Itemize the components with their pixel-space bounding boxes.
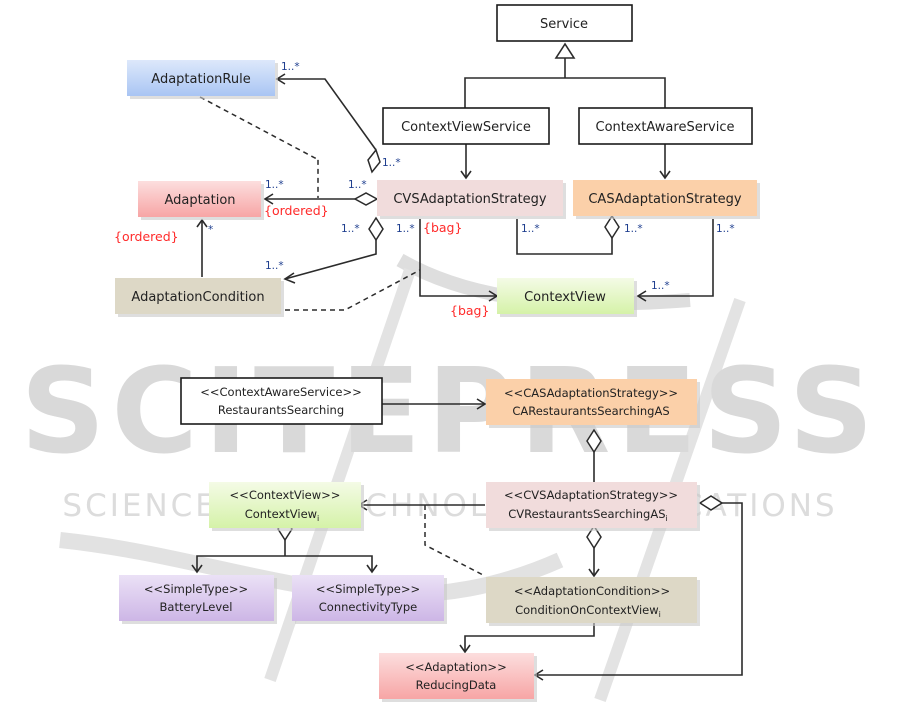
instance-name: ConnectivityType: [319, 600, 417, 614]
constraint-label: {bag}: [450, 303, 489, 318]
class-name: ContextAwareService: [596, 120, 735, 135]
stereotype-label: <<AdaptationCondition>>: [514, 584, 670, 598]
class-adaptation-condition[interactable]: AdaptationCondition: [115, 278, 284, 317]
association-class-link-rule: [199, 96, 319, 198]
class-cas-adaptation-strategy[interactable]: CASAdaptationStrategy: [573, 180, 760, 219]
assoc-condition-adaptation: [196, 218, 208, 277]
multiplicity-label: 1..*: [348, 179, 367, 191]
multiplicity-label: 1..*: [396, 223, 415, 235]
instance-name: CVRestaurantsSearchingASi: [508, 507, 668, 523]
class-service[interactable]: Service: [496, 4, 633, 42]
assoc-caservice-cas: [659, 143, 671, 180]
multiplicity-label: *: [208, 224, 213, 236]
class-name: ContextViewService: [401, 120, 531, 135]
aggregation-cvs-condition: [283, 216, 384, 284]
constraint-label: {ordered}: [264, 203, 329, 218]
stereotype-label: <<SimpleType>>: [316, 582, 420, 596]
aggregation-cas-cvs: [516, 214, 620, 255]
multiplicity-label: 1..*: [265, 260, 284, 272]
multiplicity-label: 1..*: [281, 61, 300, 73]
multiplicity-label: 1..*: [382, 157, 401, 169]
assoc-cas-contextview: [636, 219, 714, 302]
aggregation-cv-reducing: [533, 495, 743, 681]
aggregation-cvs-rule: [275, 73, 381, 174]
association-class-link-condition: [285, 269, 421, 311]
instance-battery-level[interactable]: <<SimpleType>> BatteryLevel: [119, 575, 277, 624]
generalization-triangle-icon: [554, 42, 576, 59]
stereotype-label: <<ContextAwareService>>: [200, 385, 362, 399]
class-name: ContextView: [524, 290, 606, 305]
instance-context-view-i[interactable]: <<ContextView>> ContextViewi: [209, 482, 364, 531]
stereotype-label: <<ContextView>>: [230, 488, 341, 502]
instance-name: CARestaurantsSearchingAS: [512, 404, 669, 418]
instance-restaurants-searching[interactable]: <<ContextAwareService>> RestaurantsSearc…: [180, 377, 383, 425]
class-name: Adaptation: [164, 193, 235, 208]
class-name: CVSAdaptationStrategy: [393, 192, 547, 207]
aggregation-diamond-icon: [367, 148, 381, 174]
aggregation-diamond-icon: [698, 495, 724, 511]
multiplicity-label: 1..*: [624, 223, 643, 235]
generalization-service: [464, 42, 666, 113]
multiplicity-label: 1..*: [651, 280, 670, 292]
class-adaptation[interactable]: Adaptation: [138, 181, 264, 220]
association-class-link-condition-i: [424, 505, 486, 577]
aggregation-ca-cv: [586, 428, 602, 483]
instance-name: BatteryLevel: [160, 600, 233, 614]
instance-cv-restaurants-searching-as-i[interactable]: <<CVSAdaptationStrategy>> CVRestaurantsS…: [486, 482, 700, 531]
multiplicity-label: 1..*: [716, 223, 735, 235]
aggregation-diamond-icon: [604, 214, 620, 240]
multiplicity-label: 1..*: [341, 223, 360, 235]
instance-condition-on-context-view-i[interactable]: <<AdaptationCondition>> ConditionOnConte…: [486, 577, 700, 626]
aggregation-diamond-icon: [368, 216, 384, 242]
assoc-restaurants-ca: [382, 398, 487, 410]
class-adaptation-rule[interactable]: AdaptationRule: [127, 60, 278, 99]
aggregation-cv-condition: [586, 524, 602, 578]
instance-name: ConditionOnContextViewi: [515, 603, 661, 619]
stereotype-label: <<SimpleType>>: [144, 582, 248, 596]
watermark-publications: SCIENCE AND TECHNOLOGY PUBLICATIONS: [62, 488, 837, 524]
instance-ca-restaurants-searching-as[interactable]: <<CASAdaptationStrategy>> CARestaurantsS…: [486, 379, 700, 428]
class-name: CASAdaptationStrategy: [588, 192, 742, 207]
aggregation-diamond-icon: [353, 192, 379, 206]
stereotype-label: <<CASAdaptationStrategy>>: [504, 386, 678, 400]
multiplicity-label: 1..*: [265, 179, 284, 191]
class-context-aware-service[interactable]: ContextAwareService: [578, 107, 753, 145]
assoc-cvservice-cvs: [460, 143, 472, 180]
instance-reducing-data[interactable]: <<Adaptation>> ReducingData: [379, 653, 537, 702]
class-context-view[interactable]: ContextView: [497, 278, 637, 317]
instance-name: RestaurantsSearching: [218, 403, 344, 417]
class-name: AdaptationCondition: [131, 290, 264, 305]
stereotype-label: <<CVSAdaptationStrategy>>: [504, 488, 678, 502]
instance-name: ContextViewi: [245, 507, 320, 523]
class-cvs-adaptation-strategy[interactable]: CVSAdaptationStrategy: [377, 180, 566, 219]
class-name: Service: [540, 17, 588, 32]
multiplicity-label: 1..*: [521, 223, 540, 235]
aggregation-cvs-adaptation: [263, 192, 379, 206]
instance-name: ReducingData: [416, 678, 497, 692]
aggregation-diamond-icon: [586, 428, 602, 454]
watermark: SCITEPRESS SCIENCE AND TECHNOLOGY PUBLIC…: [20, 253, 879, 702]
assoc-condition-reducing: [459, 621, 595, 654]
constraint-label: {ordered}: [114, 229, 179, 244]
stereotype-label: <<Adaptation>>: [405, 660, 506, 674]
class-context-view-service[interactable]: ContextViewService: [382, 107, 550, 145]
aggregation-diamond-icon: [586, 524, 602, 550]
class-name: AdaptationRule: [151, 72, 250, 87]
watermark-scitepress: SCITEPRESS: [20, 342, 879, 480]
instance-connectivity-type[interactable]: <<SimpleType>> ConnectivityType: [292, 575, 447, 624]
constraint-label: {bag}: [423, 220, 462, 235]
